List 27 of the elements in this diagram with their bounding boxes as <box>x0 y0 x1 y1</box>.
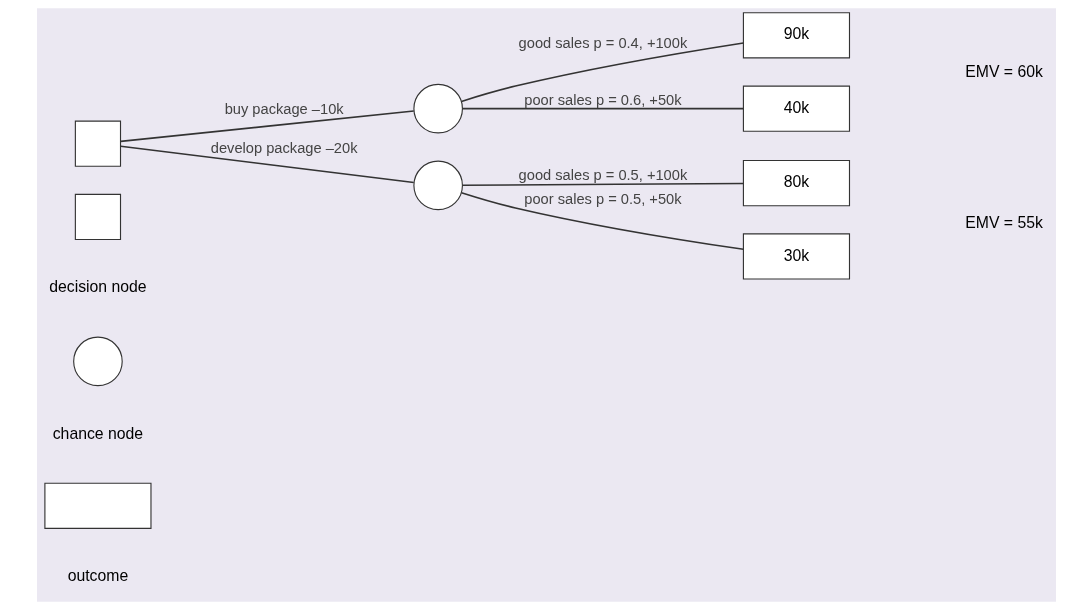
connector <box>461 182 744 187</box>
edge-label: good sales p = 0.5, +100k <box>518 167 687 184</box>
node-label: outcome <box>67 567 128 585</box>
edge-label: buy package –10k <box>224 100 344 117</box>
node-circle <box>412 83 463 134</box>
node-label: chance node <box>52 424 143 442</box>
node-box: 40k <box>742 85 850 132</box>
edge-label: poor sales p = 0.5, +50k <box>523 190 682 207</box>
edge-label: develop package –20k <box>210 140 357 157</box>
connector <box>119 110 415 143</box>
connector <box>461 107 744 110</box>
connector <box>460 42 744 103</box>
edge-label: good sales p = 0.4, +100k <box>518 35 687 52</box>
connector <box>119 145 415 184</box>
node-square <box>74 193 121 241</box>
edge-label: poor sales p = 0.6, +50k <box>523 91 682 108</box>
node-label: decision node <box>48 278 147 296</box>
node-box: 80k <box>742 160 850 207</box>
label: EMV = 60k <box>964 62 1043 80</box>
node-box: 30k <box>742 233 850 280</box>
node-box: 90k <box>742 12 850 59</box>
label: EMV = 55k <box>964 213 1043 231</box>
connector <box>460 191 744 251</box>
node-circle <box>412 160 463 211</box>
node-box <box>43 482 152 529</box>
node-square <box>74 120 121 167</box>
node-circle <box>72 336 123 387</box>
